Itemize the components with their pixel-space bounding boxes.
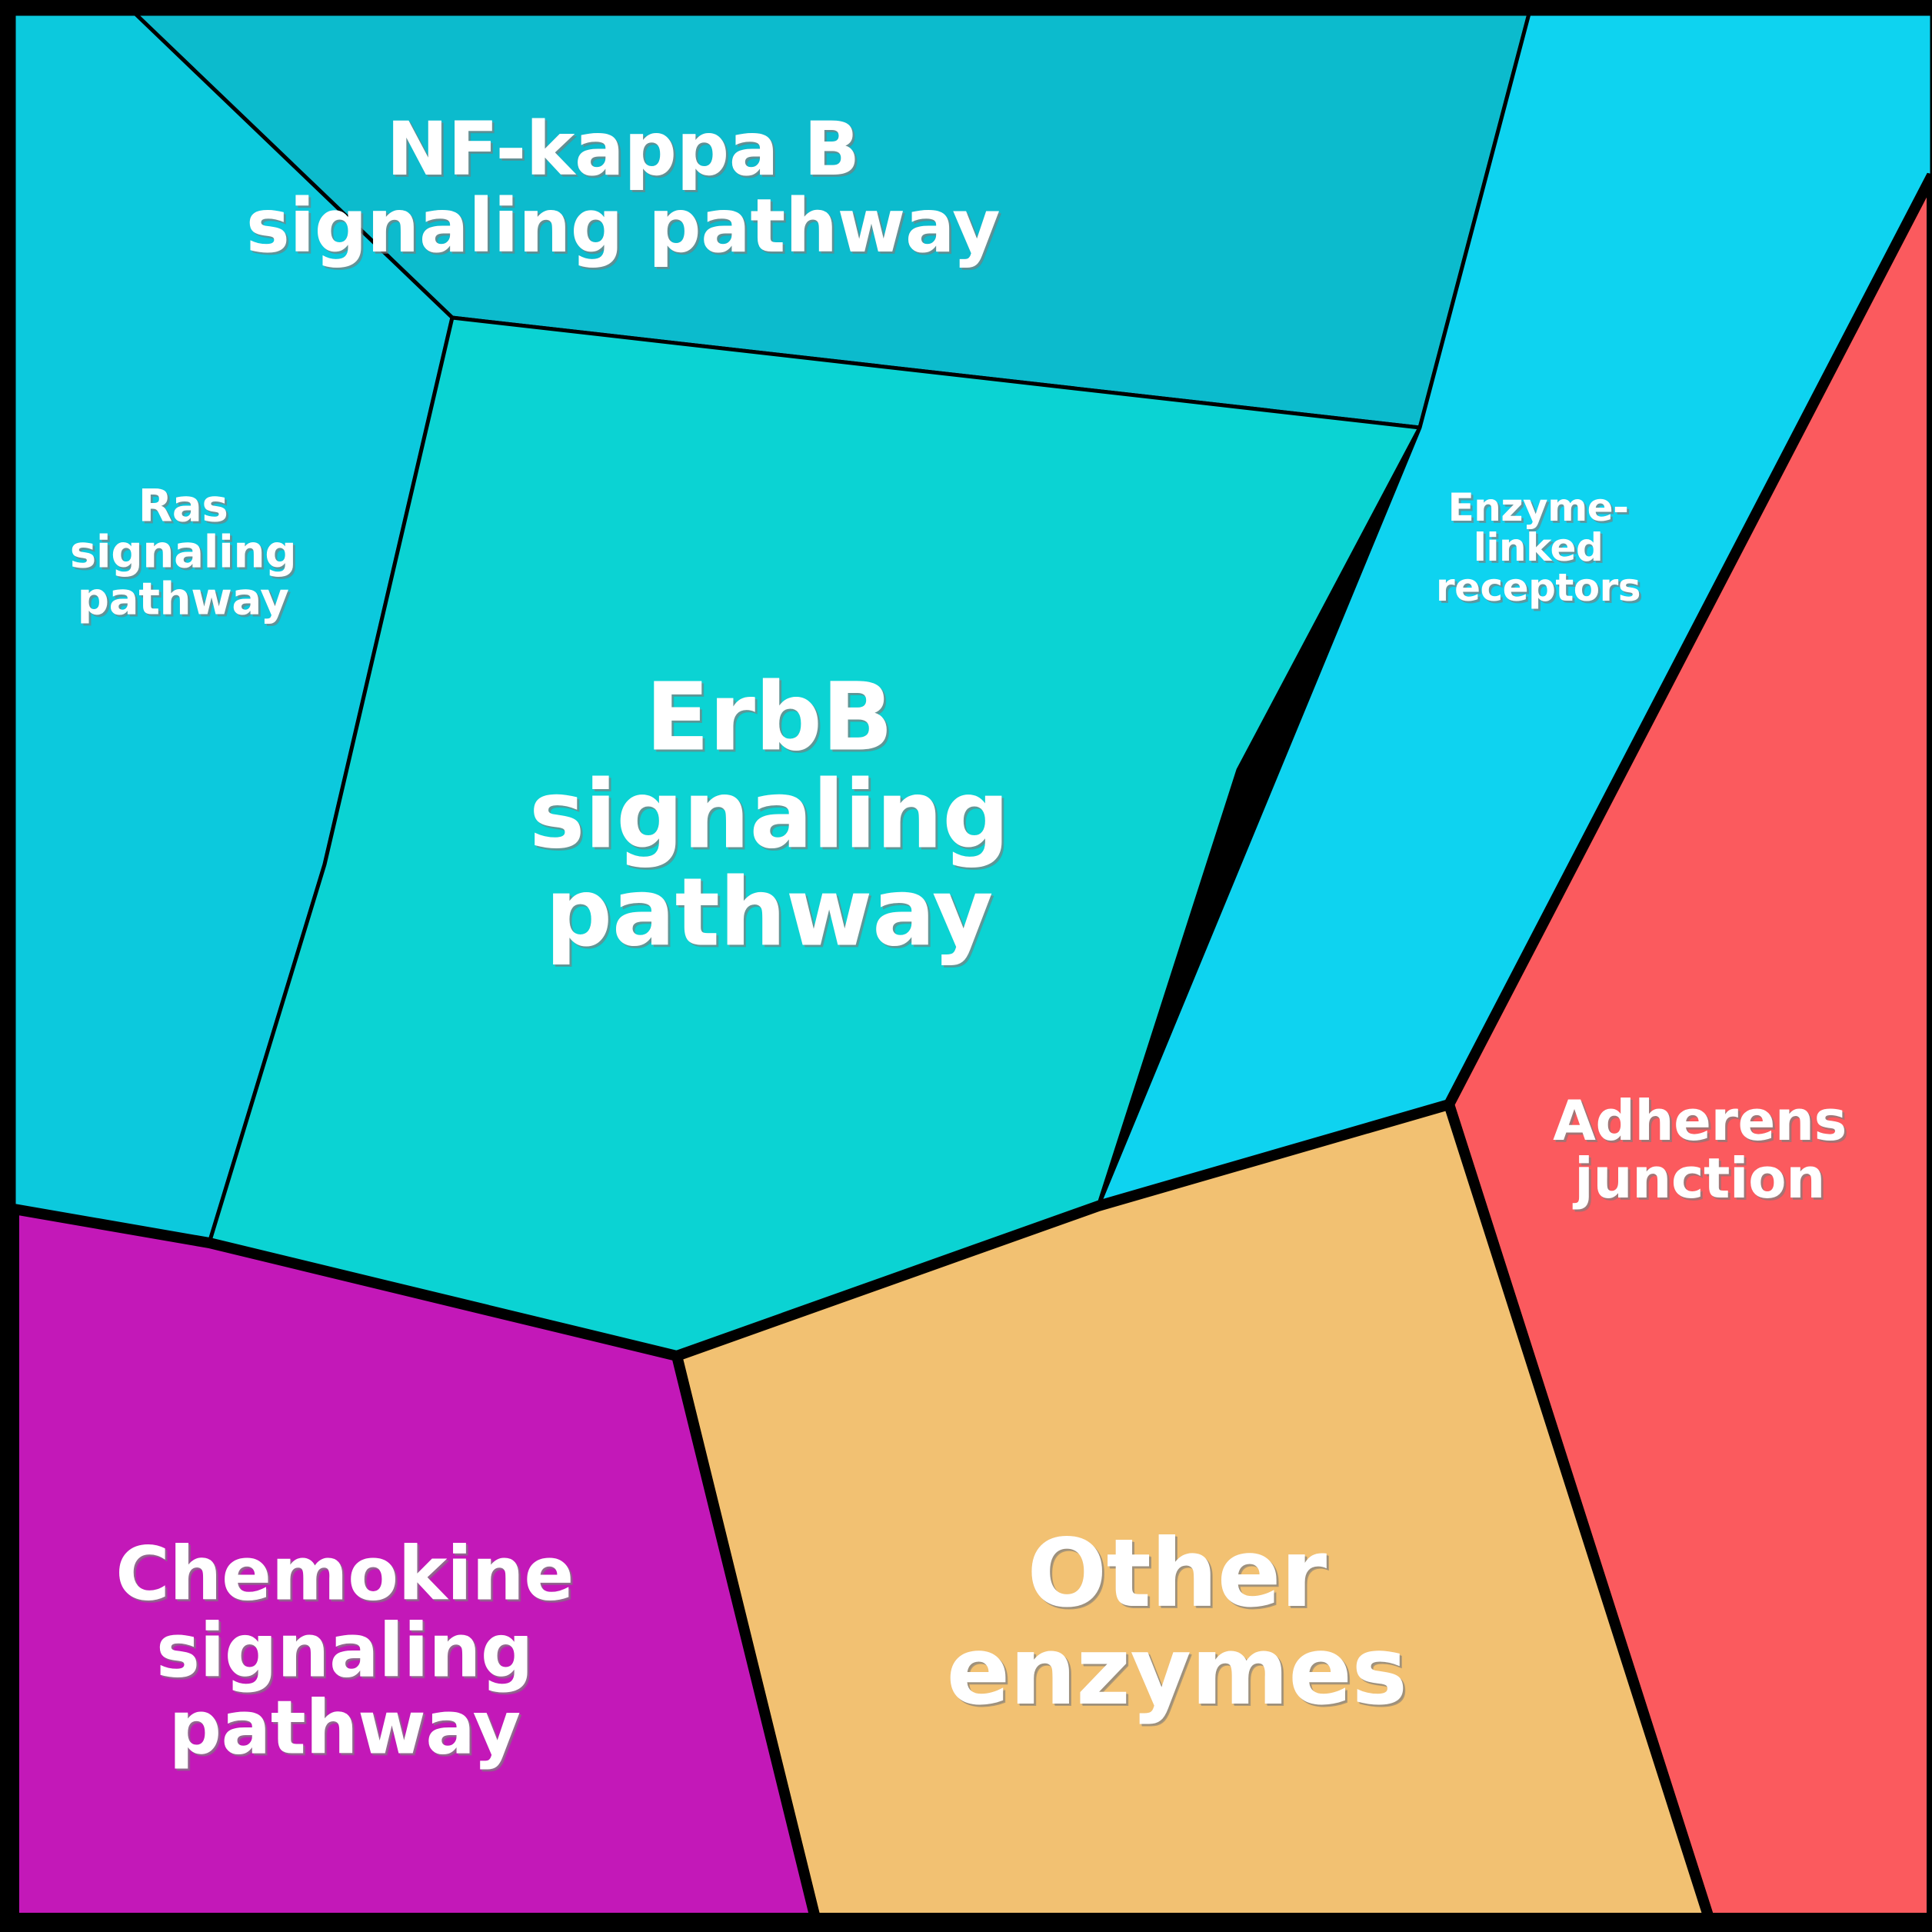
cell-region-chemokine-signaling[interactable] xyxy=(8,1202,822,1924)
cell-polygons-group xyxy=(8,12,1932,1924)
cell-region-other-enzymes[interactable] xyxy=(670,1098,1717,1924)
